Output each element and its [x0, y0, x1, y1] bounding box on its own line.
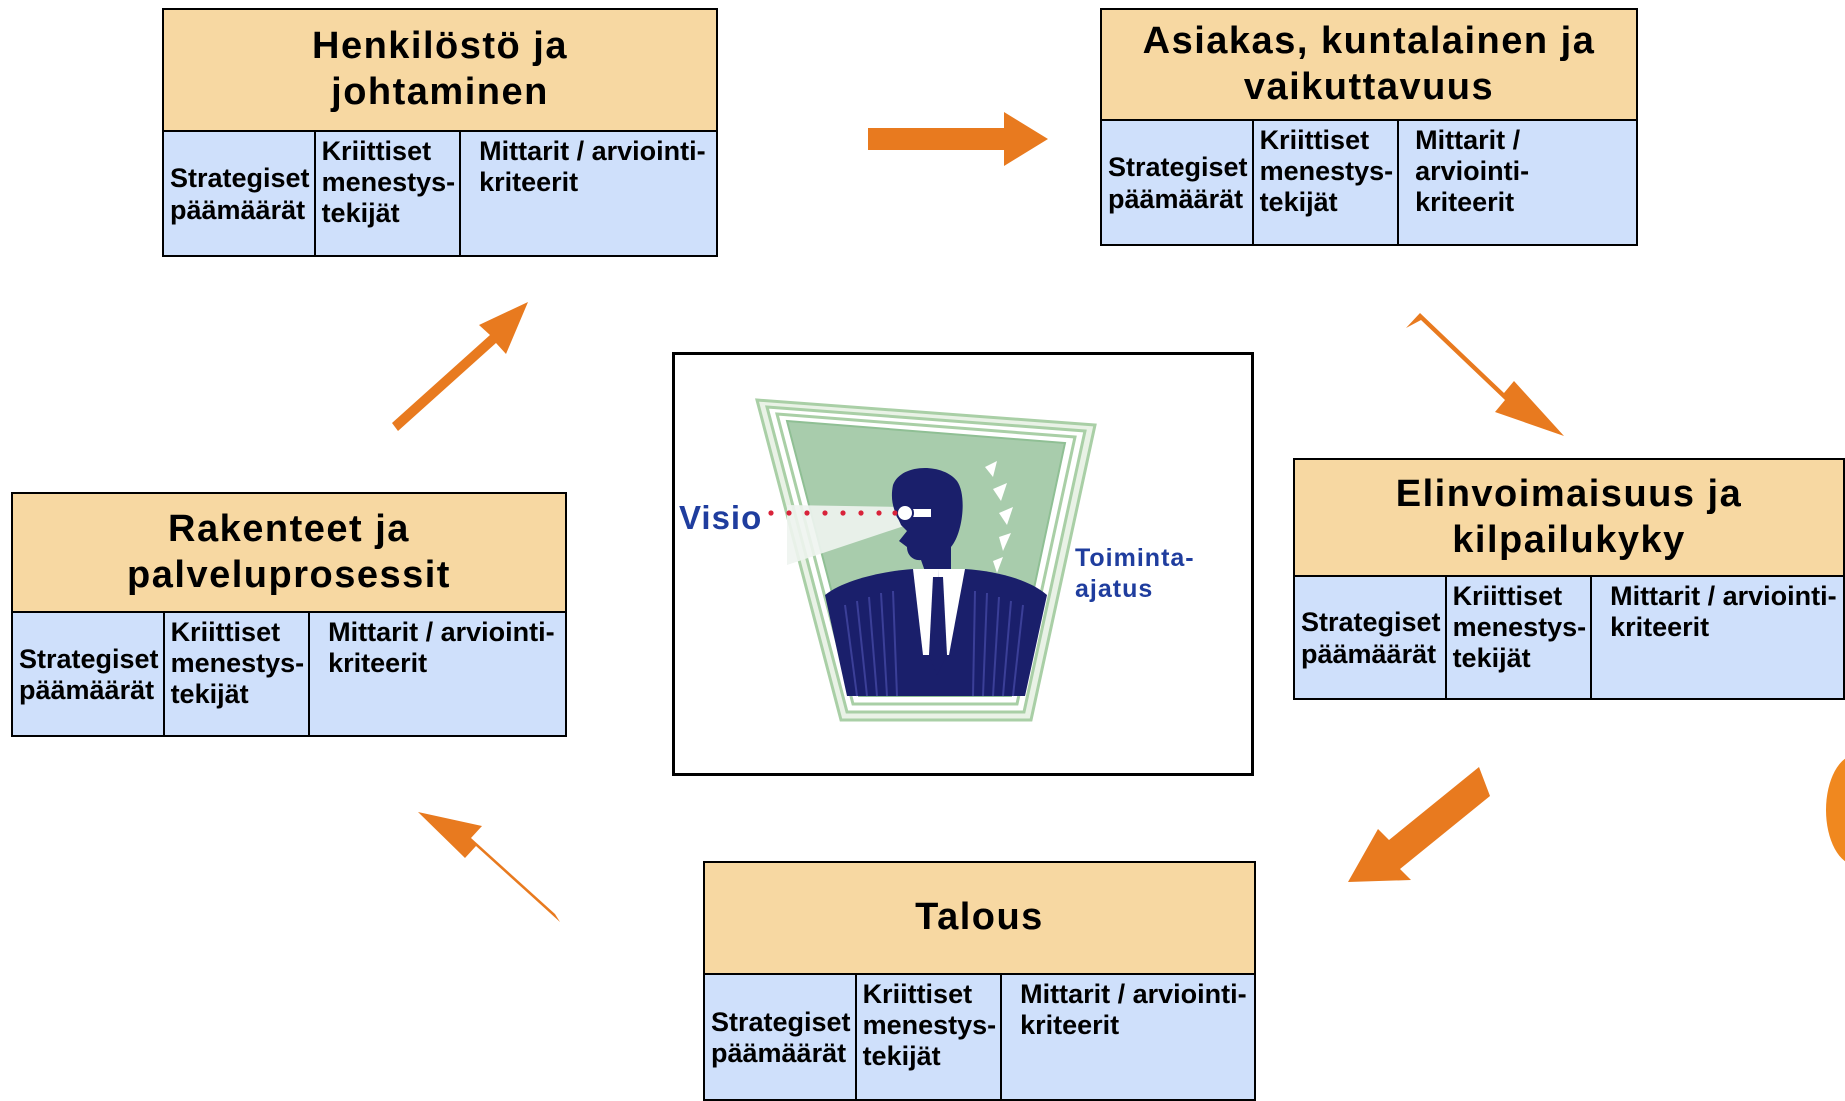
person-icon	[825, 467, 1047, 697]
arrow-right-icon	[868, 112, 1048, 166]
arrow-up-right-icon	[392, 302, 528, 431]
perspective-title-text: Rakenteet ja palveluprosessit	[127, 507, 451, 596]
perspective-title-text: Asiakas, kuntalainen ja vaikuttavuus	[1142, 19, 1596, 108]
sight-dots-icon	[768, 510, 898, 516]
perspective-title: Asiakas, kuntalainen ja vaikuttavuus	[1102, 10, 1636, 121]
decorative-orange-shape	[1826, 755, 1845, 865]
perspective-title-text: Elinvoimaisuus ja kilpailukyky	[1395, 472, 1743, 561]
col-strategiset: Strategiset päämäärät	[13, 613, 165, 735]
toiminta-label: Toiminta- ajatus	[1075, 543, 1195, 606]
arrow-down-left-icon	[1348, 767, 1490, 882]
perspective-talous: Talous Strategiset päämäärät Kriittiset …	[703, 861, 1256, 1101]
col-kriittiset: Kriittiset menestys- tekijät	[1254, 121, 1400, 244]
col-mittarit: Mittarit / arviointi- kriteerit	[1415, 125, 1530, 218]
visio-label: Visio	[679, 499, 763, 536]
perspective-title-text: Henkilöstö ja johtaminen	[312, 25, 568, 113]
col-strategiset: Strategiset päämäärät	[164, 132, 316, 255]
col-mittarit: Mittarit / arviointi- kriteerit	[1020, 979, 1247, 1041]
arrow-down-right-icon	[1406, 313, 1564, 436]
perspective-title: Rakenteet ja palveluprosessit	[13, 494, 565, 613]
col-kriittiset: Kriittiset menestys- tekijät	[316, 132, 462, 255]
col-strategiset: Strategiset päämäärät	[1102, 121, 1254, 244]
col-kriittiset: Kriittiset menestys- tekijät	[165, 613, 311, 735]
col-strategiset: Strategiset päämäärät	[705, 975, 857, 1099]
perspective-title: Talous	[705, 863, 1254, 975]
toiminta-line1: Toiminta-	[1075, 544, 1195, 572]
col-mittarit: Mittarit / arviointi- kriteerit	[328, 617, 555, 679]
col-kriittiset: Kriittiset menestys- tekijät	[857, 975, 1003, 1099]
perspective-title: Henkilöstö ja johtaminen	[164, 10, 716, 132]
perspective-asiakas: Asiakas, kuntalainen ja vaikuttavuus Str…	[1100, 8, 1638, 246]
perspective-rakenteet: Rakenteet ja palveluprosessit Strategise…	[11, 492, 567, 737]
arrow-up-left-icon	[418, 812, 560, 922]
col-mittarit: Mittarit / arviointi- kriteerit	[1610, 581, 1837, 643]
perspective-henkilosto: Henkilöstö ja johtaminen Strategiset pää…	[162, 8, 718, 257]
perspective-elinvoimaisuus: Elinvoimaisuus ja kilpailukyky Strategis…	[1293, 458, 1845, 700]
perspective-title-text: Talous	[915, 896, 1044, 939]
perspective-title: Elinvoimaisuus ja kilpailukyky	[1295, 460, 1843, 577]
col-strategiset: Strategiset päämäärät	[1295, 577, 1447, 698]
col-mittarit: Mittarit / arviointi- kriteerit	[479, 136, 706, 198]
triangle-marks-icon	[985, 461, 1013, 573]
toiminta-line2: ajatus	[1075, 575, 1154, 604]
vision-illustration: Visio Toiminta- ajatus	[672, 352, 1254, 776]
col-kriittiset: Kriittiset menestys- tekijät	[1447, 577, 1593, 698]
vision-clipart	[755, 398, 1097, 722]
